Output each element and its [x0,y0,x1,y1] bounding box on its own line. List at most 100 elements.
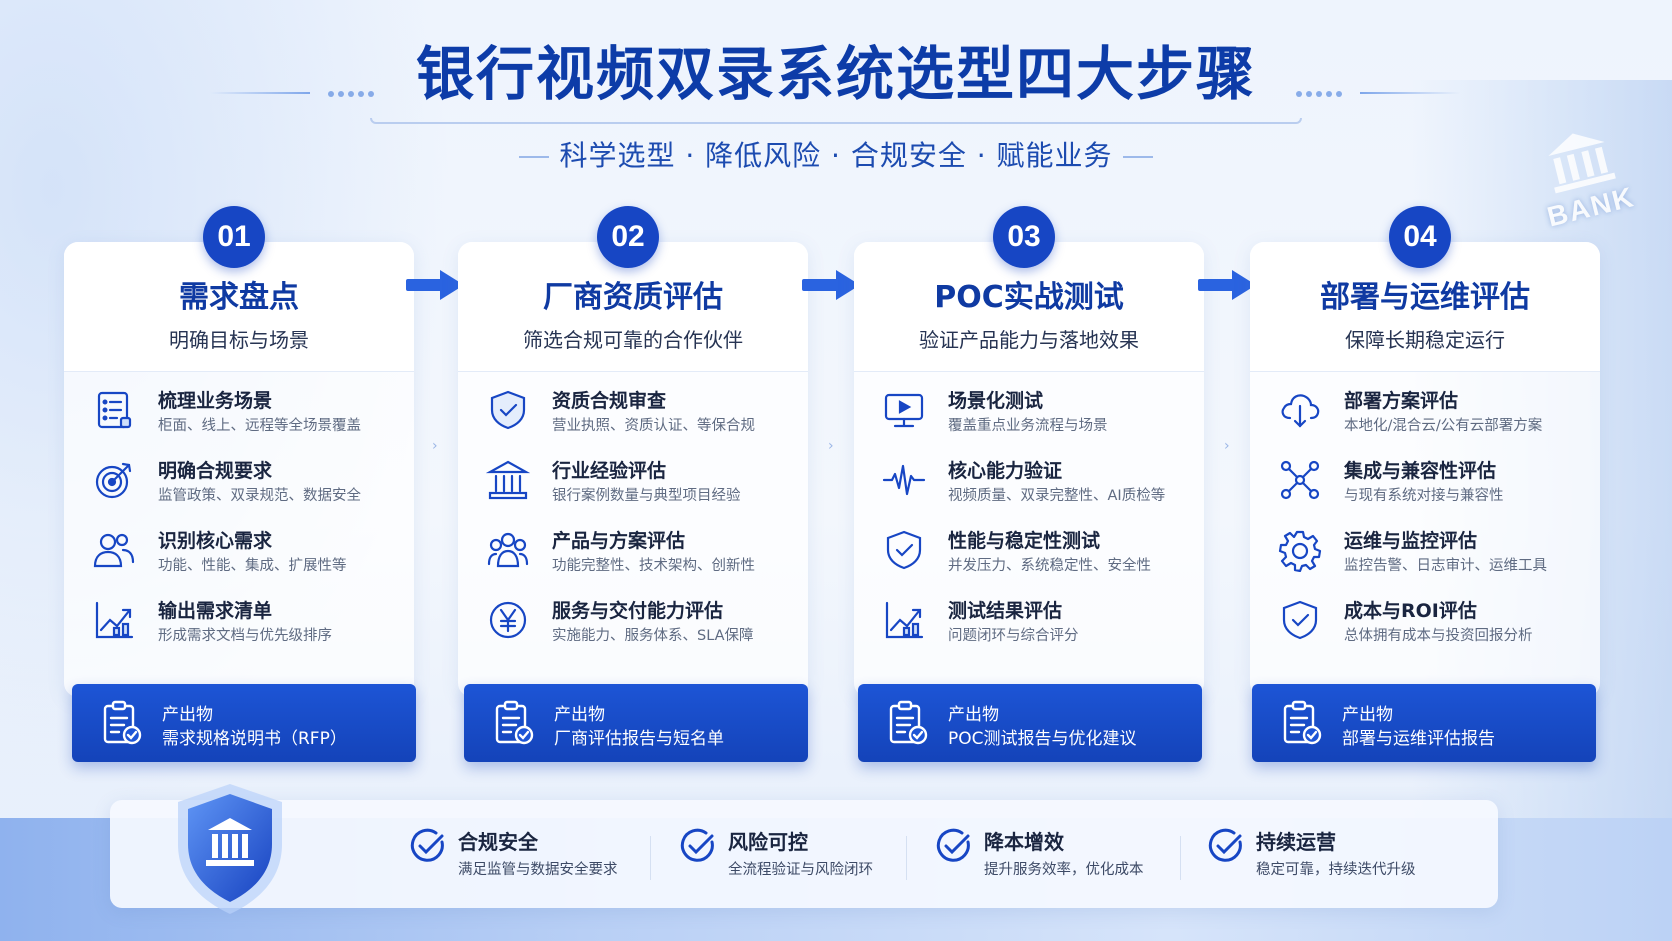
clipboard-check-icon [103,700,142,745]
step-item: 运维与监控评估 监控告警、日志审计、运维工具 [1250,522,1600,592]
cloud-icon [1281,394,1320,428]
item-desc: 本地化/混合云/公有云部署方案 [1344,418,1543,434]
title-dots-right [1294,84,1354,108]
output-box: 产出物 部署与运维评估报告 [1252,684,1596,762]
output-label: 产出物 [554,705,605,725]
monitor-play-icon [884,393,924,428]
step-number-badge: 02 [597,206,659,268]
clipboard-check-icon [495,700,534,745]
item-desc: 银行案例数量与典型项目经验 [552,488,741,504]
item-desc: 监控告警、日志审计、运维工具 [1344,558,1547,574]
benefits-bar [110,800,1498,908]
check-circle-icon [410,828,444,862]
yen-icon [489,601,527,639]
item-desc: 功能完整性、技术架构、创新性 [552,558,755,574]
subtitle-text: 科学选型 · 降低风险 · 合规安全 · 赋能业务 [559,139,1113,172]
item-desc: 柜面、线上、远程等全场景覆盖 [158,418,361,434]
step-item: 测试结果评估 问题闭环与综合评分 [854,592,1204,662]
item-desc: 营业执照、资质认证、等保合规 [552,418,755,434]
benefit-risk: 风险可控 全流程验证与风险闭环 [680,826,920,886]
item-desc: 覆盖重点业务流程与场景 [948,418,1108,434]
item-desc: 视频质量、双录完整性、AI质检等 [948,488,1166,504]
arrow-right-icon [406,270,464,300]
item-title: 成本与ROI评估 [1344,600,1477,622]
step-item: 行业经验评估 银行案例数量与典型项目经验 [458,452,808,522]
shield-bank-icon [178,784,282,914]
item-title: 测试结果评估 [948,600,1063,622]
check-circle-icon [936,828,970,862]
step-number-badge: 04 [1389,206,1451,268]
benefit-separator [1180,836,1181,880]
clipboard-check-icon [889,700,928,745]
clipboard-check-icon [1283,700,1322,745]
step-title: 厂商资质评估 [543,280,723,315]
step-subtitle: 筛选合规可靠的合作伙伴 [523,328,743,352]
output-box: 产出物 需求规格说明书（RFP） [72,684,416,762]
step-item: 产品与方案评估 功能完整性、技术架构、创新性 [458,522,808,592]
benefit-desc: 全流程验证与风险闭环 [728,862,873,878]
step-number-badge: 03 [993,206,1055,268]
step-item: 梳理业务场景 柜面、线上、远程等全场景覆盖 [64,382,414,452]
step-title: POC实战测试 [934,280,1124,315]
shield-check-icon [1282,600,1318,640]
output-text: 厂商评估报告与短名单 [554,729,724,749]
benefit-title: 风险可控 [728,830,808,854]
benefit-desc: 满足监管与数据安全要求 [458,862,618,878]
output-label: 产出物 [948,705,999,725]
benefit-operations: 持续运营 稳定可靠，持续迭代升级 [1208,826,1448,886]
step-item: 成本与ROI评估 总体拥有成本与投资回报分析 [1250,592,1600,662]
chevron-right-icon: › [1224,438,1230,454]
step-title: 需求盘点 [179,280,299,315]
step-items: 场景化测试 覆盖重点业务流程与场景 核心能力验证 视频质量、双录完整性、AI质检… [854,382,1204,662]
item-title: 集成与兼容性评估 [1344,460,1497,482]
output-text: 部署与运维评估报告 [1342,729,1495,749]
benefit-desc: 稳定可靠，持续迭代升级 [1256,862,1416,878]
item-title: 服务与交付能力评估 [552,600,724,622]
item-title: 识别核心需求 [158,530,273,552]
item-title: 场景化测试 [948,390,1044,412]
shield-check-icon [886,530,922,570]
waveform-icon [882,464,926,496]
step-item: 核心能力验证 视频质量、双录完整性、AI质检等 [854,452,1204,522]
benefit-separator [650,836,651,880]
step-item: 集成与兼容性评估 与现有系统对接与兼容性 [1250,452,1600,522]
item-desc: 功能、性能、集成、扩展性等 [158,558,347,574]
step-items: 部署方案评估 本地化/混合云/公有云部署方案 集成与兼容性评估 与现有系统对接与… [1250,382,1600,662]
step-subtitle: 明确目标与场景 [169,328,309,352]
chevron-right-icon: › [432,438,438,454]
item-title: 资质合规审查 [552,390,667,412]
item-title: 性能与稳定性测试 [948,530,1101,552]
benefit-efficiency: 降本增效 提升服务效率，优化成本 [936,826,1176,886]
chart-icon [95,601,134,639]
gear-icon [1278,530,1322,572]
step-item: 识别核心需求 功能、性能、集成、扩展性等 [64,522,414,592]
shield-check-icon [490,390,526,430]
subtitle: 科学选型 · 降低风险 · 合规安全 · 赋能业务 [0,134,1672,174]
step-item: 服务与交付能力评估 实施能力、服务体系、SLA保障 [458,592,808,662]
team-icon [487,532,529,568]
chart-icon [885,601,924,639]
item-title: 行业经验评估 [552,460,667,482]
item-title: 部署方案评估 [1344,390,1459,412]
step-item: 资质合规审查 营业执照、资质认证、等保合规 [458,382,808,452]
steps-container: 需求盘点 明确目标与场景 01 梳理业务场景 柜面、线上、远程等全场景覆盖 明确… [64,206,1604,766]
benefit-separator [906,836,907,880]
item-title: 运维与监控评估 [1344,530,1478,552]
bank-sign: BANK [1509,114,1662,252]
item-title: 明确合规要求 [158,460,273,482]
target-icon [95,462,132,499]
benefit-desc: 提升服务效率，优化成本 [984,862,1144,878]
item-desc: 与现有系统对接与兼容性 [1344,488,1504,504]
item-desc: 形成需求文档与优先级排序 [158,628,332,644]
output-label: 产出物 [162,705,213,725]
step-number-badge: 01 [203,206,265,268]
check-circle-icon [680,828,714,862]
output-box: 产出物 厂商评估报告与短名单 [464,684,808,762]
benefit-title: 降本增效 [984,830,1064,854]
item-desc: 并发压力、系统稳定性、安全性 [948,558,1151,574]
title-deco-line-left [210,92,310,94]
arrow-right-icon [802,270,860,300]
output-text: POC测试报告与优化建议 [948,729,1137,749]
item-desc: 监管政策、双录规范、数据安全 [158,488,361,504]
title-deco-line-right [1360,92,1460,94]
